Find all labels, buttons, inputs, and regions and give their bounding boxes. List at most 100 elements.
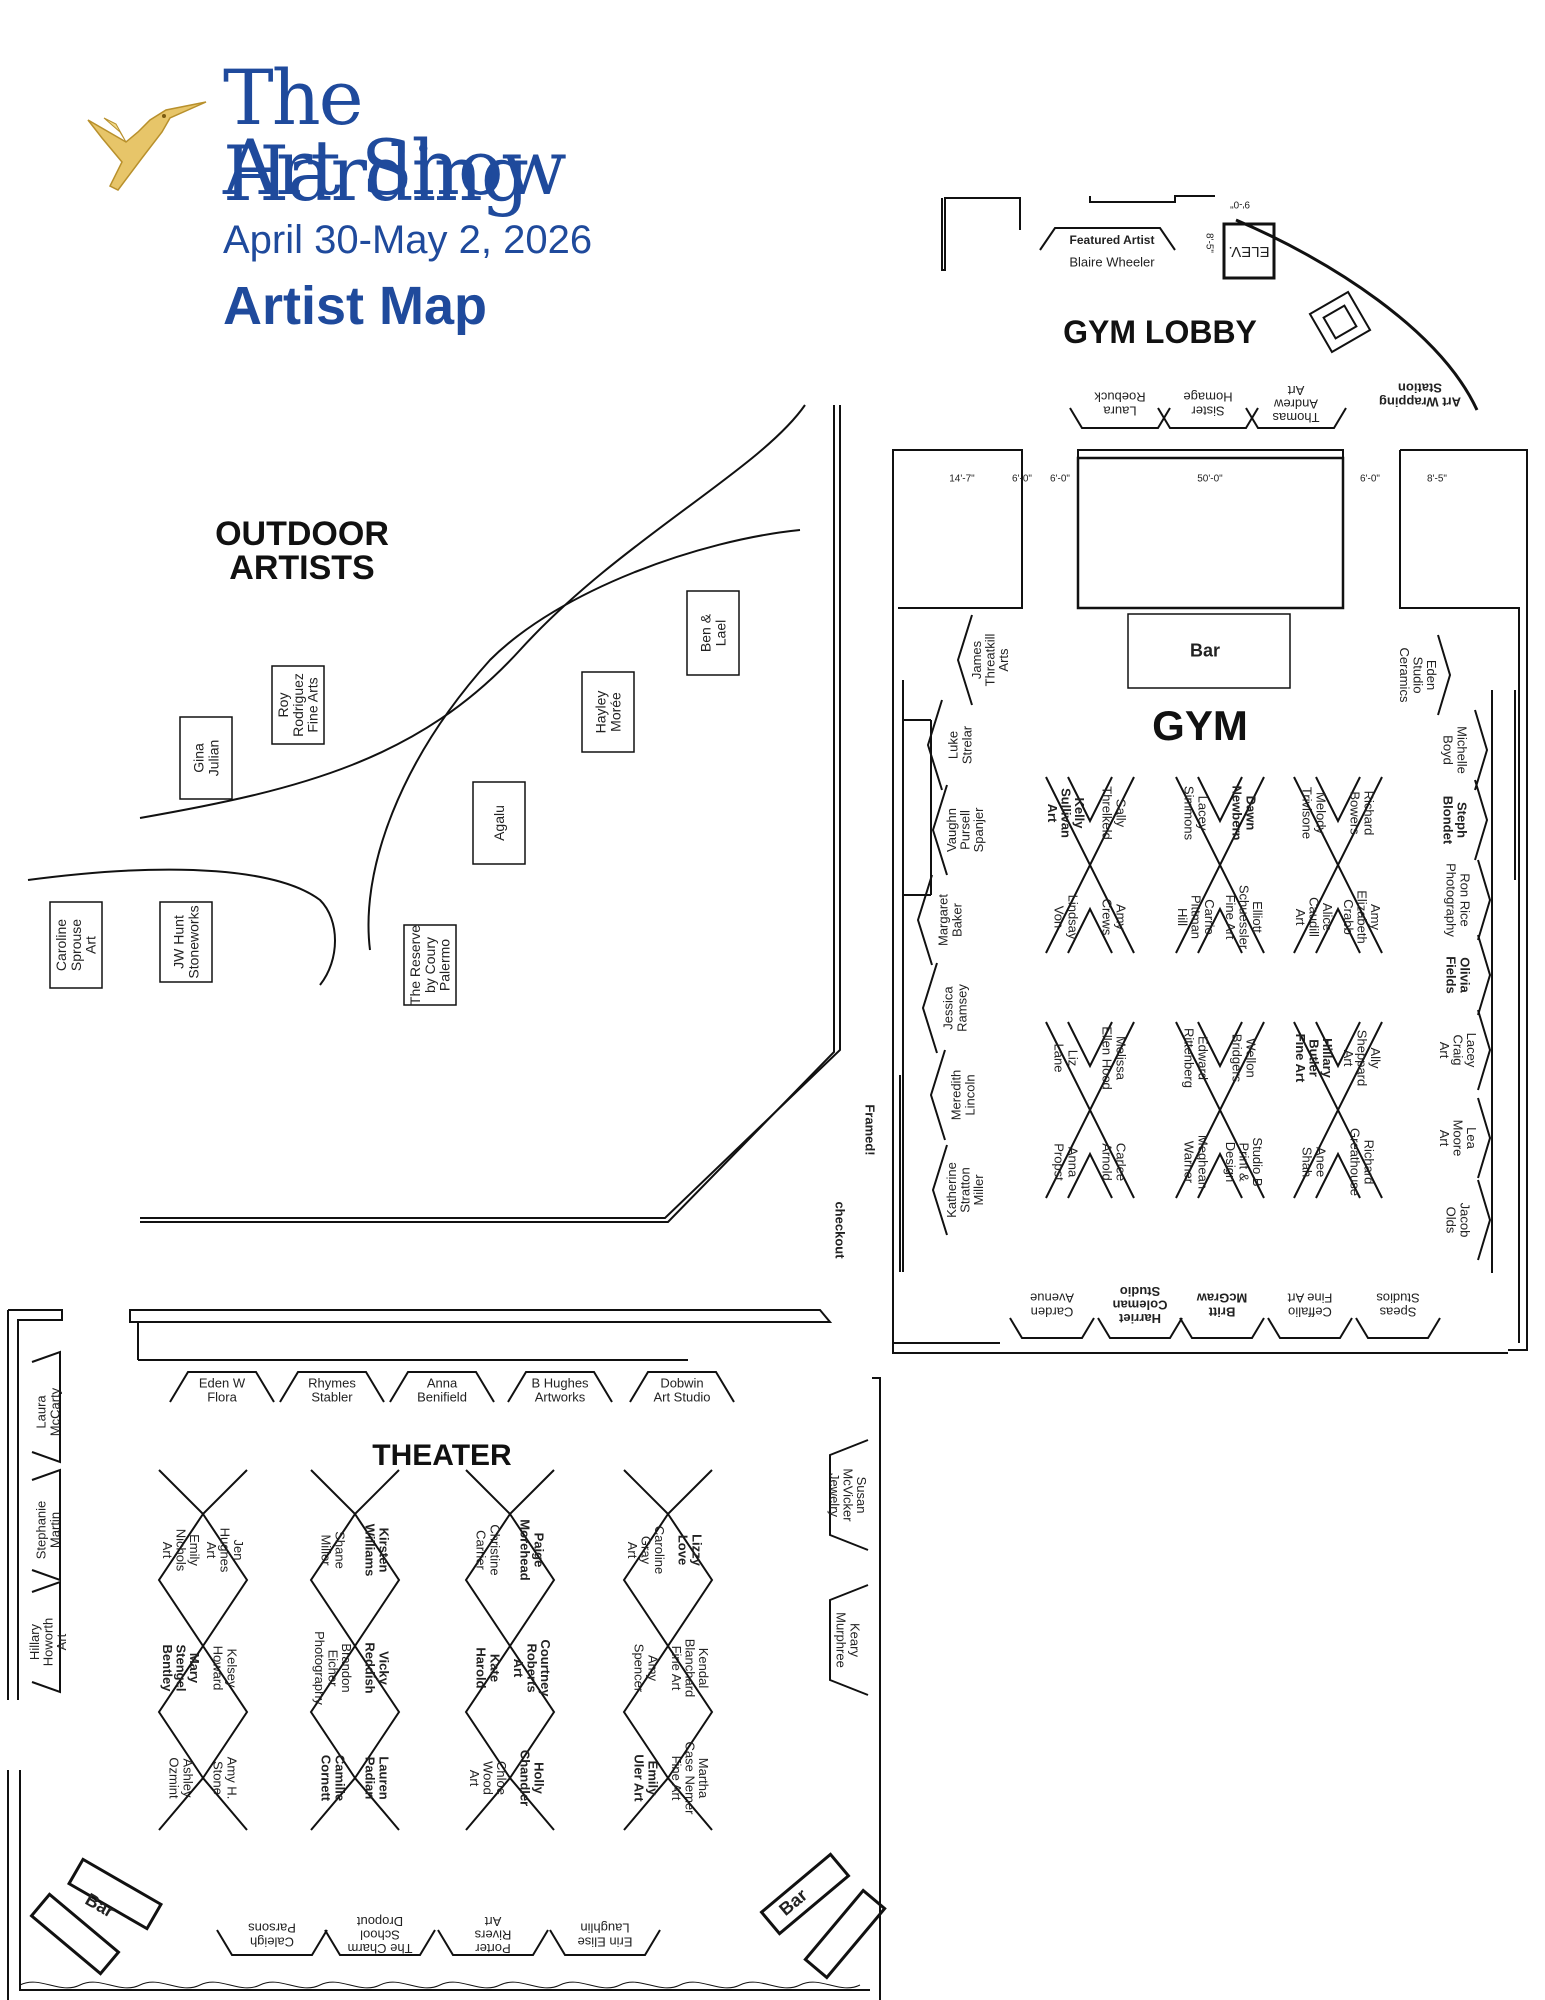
booth-james-threatkill-arts: JamesThreatkillArts	[969, 634, 1011, 687]
wall-booth-outline	[916, 874, 933, 966]
booth-brandon-eicher-photography: BrandonEicherPhotography	[312, 1631, 354, 1705]
map-subtitle: Artist Map	[223, 276, 488, 336]
outdoor-booth-box	[271, 665, 325, 745]
outdoor-booth-box	[159, 901, 213, 983]
booth-kelly-sullivan-art: KellySullivanArt	[1045, 788, 1087, 838]
booth-courtney-roberts-art: CourtneyRobertsArt	[511, 1639, 553, 1697]
booth-lacey-craig-art: LaceyCraigArt	[1437, 1033, 1479, 1068]
dimension-label: 6'-0"	[1360, 474, 1380, 485]
booth-shane-miller: ShaneMiller	[319, 1531, 348, 1569]
booth-chloe-wood-art: ChloeWoodArt	[467, 1761, 509, 1795]
outdoor-booth-box	[472, 781, 526, 865]
booth-caroline-sprouse-art: CarolineSprouseArt	[53, 919, 98, 971]
booth-jacob-olds: JacobOlds	[1444, 1203, 1473, 1238]
booth-amy-crews: AmyCrews	[1100, 899, 1129, 936]
wall-booth-outline	[1477, 859, 1492, 941]
booth-anna-propst: AnnaPropst	[1052, 1143, 1081, 1181]
booth-margaret-baker: MargaretBaker	[936, 894, 965, 946]
booth-vicky-reddish: VickyReddish	[363, 1642, 392, 1693]
dimension-label: 8'-5"	[1204, 233, 1215, 253]
theater-column-outline	[622, 1469, 714, 1831]
art-wrapping-station-label: Art WrappingStation	[1379, 381, 1461, 410]
wall-booth-outline	[216, 1929, 328, 1956]
booth-porter-rivers-art: PorterRiversArt	[474, 1914, 511, 1956]
booth-the-reserve-by-coury-palermo: The Reserveby CouryPalermo	[407, 925, 452, 1005]
booth-steph-blondet: StephBlondet	[1441, 796, 1470, 845]
booth-amy-h-stone: Amy H.Stone	[211, 1757, 240, 1800]
booth-michelle-boyd: MichelleBoyd	[1441, 726, 1470, 774]
wall-booth-outline	[1474, 779, 1489, 861]
booth-caroline-gray-art: CarolineGrayArt	[625, 1526, 667, 1574]
booth-sally-threlkeld: SallyThrelkeld	[1100, 786, 1129, 839]
wall-booth-outline	[279, 1371, 385, 1403]
booth-edward-rittenberg: EdwardRittenberg	[1182, 1028, 1211, 1088]
booth-speas-studios: SpeasStudios	[1376, 1291, 1420, 1320]
booth-mary-stengel-bentley: MaryStengelBentley	[160, 1645, 202, 1693]
booth-gina-julian: GinaJulian	[191, 740, 222, 777]
wall-booth-outline	[31, 1580, 61, 1694]
wall-booth-outline	[956, 614, 973, 706]
framed-label: Framed!	[862, 1104, 877, 1155]
booth-ceffalio-fine-art: CeffalioFine Art	[1287, 1291, 1332, 1320]
gym-bar-label: Bar	[1190, 640, 1220, 660]
booth-christine-carrier: ChristineCarrier	[474, 1524, 503, 1575]
wall-booth-outline	[829, 1439, 869, 1551]
booth-hillary-howorth-art: HillaryHoworthArt	[27, 1618, 69, 1666]
booth-anee-shah: AneeShah	[1300, 1147, 1329, 1177]
booth-lacey-simmons: LaceySimmons	[1182, 786, 1211, 841]
wall-booth-outline	[1474, 709, 1489, 791]
wall-booth-outline	[437, 1929, 549, 1956]
wall-booth-outline	[1355, 1317, 1441, 1339]
booth-hillary-butler-fine-art: HillaryButlerFine Art	[1293, 1034, 1335, 1083]
booth-hayley-mor-e: HayleyMorée	[593, 691, 624, 734]
map-walls	[7, 195, 1528, 2000]
wall-booth-outline	[1477, 1009, 1492, 1091]
outdoor-booth-box	[686, 590, 740, 676]
booth-meredith-lincoln: MeredithLincoln	[949, 1070, 978, 1121]
booth-laura-mccarty: LauraMcCarty	[34, 1387, 63, 1436]
booth-richard-bowers: RichardBowers	[1348, 791, 1377, 836]
booth-melody-trivisone: MelodyTrivisone	[1300, 787, 1329, 839]
wall-booth-outline	[931, 784, 948, 876]
area-label-theater: THEATER	[372, 1439, 512, 1472]
dimension-label: 14'-7"	[949, 474, 975, 485]
booth-erin-elise-laughlin: Erin EliseLaughlin	[578, 1921, 633, 1950]
elevator-label: ELEV.	[1228, 243, 1269, 260]
booth-meghean-warner: MegheanWarner	[1182, 1135, 1211, 1189]
booth-cluster-outline	[1175, 776, 1265, 954]
booth-cluster-outline	[1045, 1021, 1135, 1199]
booth-liz-lane: LizLane	[1052, 1044, 1081, 1073]
booth-lea-moore-art: LeaMooreArt	[1437, 1120, 1479, 1157]
booth-agalu: Agalu	[491, 805, 507, 841]
booth-cluster-outline	[1175, 1021, 1265, 1199]
wall-booth-outline	[169, 1371, 275, 1403]
wall-booth-outline	[929, 1049, 946, 1141]
booth-stephanie-martin: StephanieMartin	[34, 1501, 63, 1560]
booth-martha-case-nemer-fine-art: MarthaCase NemerFine Art	[669, 1742, 711, 1816]
wall-booth-outline	[31, 1468, 61, 1582]
booth-elliott-schuessler-fine-art: ElliottSchuesslerFine Art	[1223, 885, 1265, 950]
booth-lizzy-love: LizzyLove	[676, 1534, 705, 1567]
booth-alice-caudill-art: AliceCaudillArt	[1293, 897, 1335, 937]
featured-booth-outline	[1039, 227, 1176, 251]
outdoor-booth-box	[403, 924, 457, 1006]
wall-booth-outline	[507, 1371, 613, 1403]
booth-cluster-outline	[1293, 776, 1383, 954]
featured-artist-title: Featured Artist	[1070, 233, 1155, 247]
wall-booth-outline	[31, 1350, 61, 1464]
show-title-line2: Art Show	[223, 123, 567, 212]
wall-booth-outline	[931, 1144, 948, 1236]
wall-booth-outline	[389, 1371, 495, 1403]
booth-amy-spencer: AmySpencer	[632, 1644, 661, 1693]
outdoor-booth-box	[581, 671, 635, 753]
wall-booth-outline	[1267, 1317, 1353, 1339]
booth-thomas-andrew-art: ThomasAndrewArt	[1272, 383, 1319, 425]
featured-artist-name: Blaire Wheeler	[1069, 255, 1155, 270]
show-title-line1: The Harding	[223, 53, 529, 218]
wall-booth-outline	[1477, 1097, 1492, 1179]
